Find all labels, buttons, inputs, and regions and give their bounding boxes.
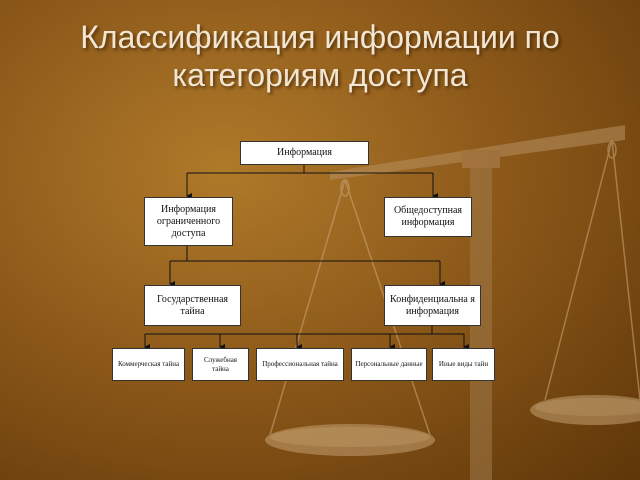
leaf-commercial-secret: Коммерческая тайна <box>112 348 185 381</box>
node-state-secret: Государственная тайна <box>144 285 241 326</box>
node-information: Информация <box>240 141 369 165</box>
node-confidential-information: Конфиденциальна я информация <box>384 285 481 326</box>
leaf-service-secret-label: Служебная тайна <box>203 355 238 373</box>
node-state-secret-label: Государственная тайна <box>156 293 228 317</box>
leaf-service-secret: Служебная тайна <box>192 348 249 381</box>
leaf-commercial-secret-label: Коммерческая тайна <box>117 360 180 368</box>
node-restricted-information: Информация ограниченного доступа <box>144 197 233 246</box>
leaf-other-secrets: Иные виды тайн <box>432 348 495 381</box>
slide-title: Классификация информации по категориям д… <box>0 18 640 94</box>
leaf-professional-secret-label: Профессиональная тайна <box>262 360 338 368</box>
leaf-personal-data-label: Персональные данные <box>355 360 423 368</box>
node-public-information: Общедоступная информация <box>384 197 472 237</box>
leaf-other-secrets-label: Иные виды тайн <box>438 360 489 368</box>
node-restricted-information-label: Информация ограниченного доступа <box>156 203 221 239</box>
node-information-label: Информация <box>277 147 332 158</box>
leaf-professional-secret: Профессиональная тайна <box>256 348 344 381</box>
node-public-information-label: Общедоступная информация <box>393 205 463 228</box>
node-confidential-information-label: Конфиденциальна я информация <box>390 293 475 317</box>
slide-title-line-2: категориям доступа <box>172 57 468 93</box>
slide-title-line-1: Классификация информации по <box>80 19 560 55</box>
leaf-personal-data: Персональные данные <box>351 348 427 381</box>
